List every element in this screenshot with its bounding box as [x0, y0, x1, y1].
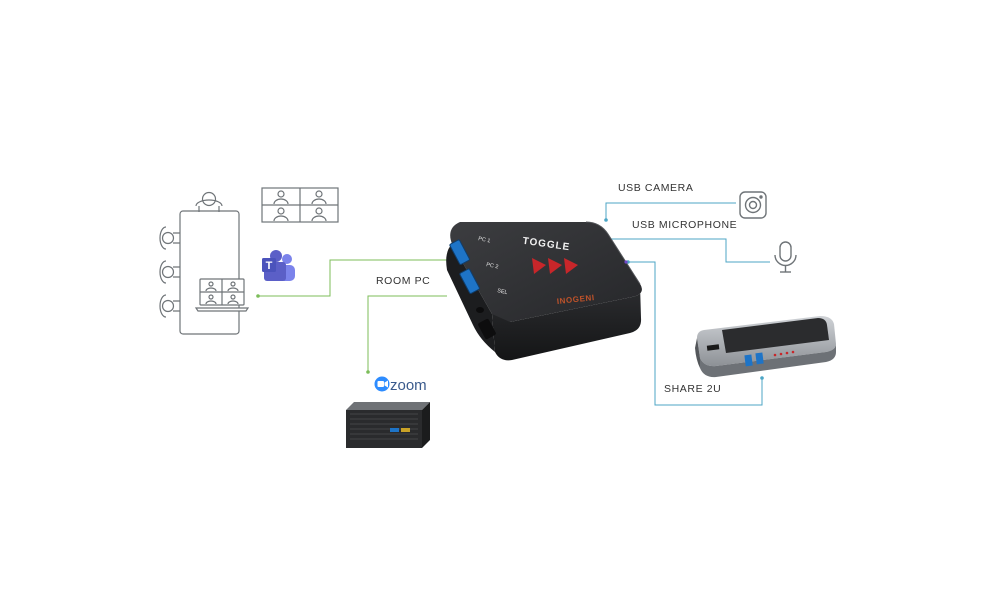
connections: [258, 202, 770, 406]
device-brand: INOGENI: [556, 293, 595, 306]
share-left: [695, 338, 700, 368]
teams-to-toggle-line: [258, 259, 448, 297]
toggle-front-face: [492, 284, 642, 361]
person-head-icon: [195, 191, 223, 212]
share-line: [628, 261, 763, 406]
conference-table-icon: [159, 191, 250, 335]
usb-camera-label: USB CAMERA: [618, 182, 694, 194]
power-jack: [478, 318, 496, 340]
usb-microphone-label: USB MICROPHONE: [632, 219, 738, 231]
sel-button: [476, 307, 484, 313]
laptop-icon: [194, 278, 250, 312]
camera-icon: [739, 191, 767, 219]
toggle-arrows-icon: [532, 258, 578, 274]
teams-letter: T: [266, 260, 273, 272]
mini-pc-side: [422, 402, 430, 448]
port-label-pc2: PC 2: [486, 262, 499, 270]
room-pc-label: ROOM PC: [376, 275, 431, 287]
microphone-icon: [774, 241, 797, 273]
mini-pc-top: [346, 402, 430, 410]
room-pc-device: [346, 402, 430, 448]
zoom-to-toggle-line: [367, 295, 447, 372]
zoom-logo-icon: zoom: [374, 376, 427, 394]
port-label-pc1: PC 1: [478, 236, 491, 244]
zoom-wordmark: zoom: [390, 377, 427, 394]
camera-line: [605, 202, 736, 220]
share-panel: [722, 318, 829, 353]
toggle-top-surface: [450, 222, 642, 323]
teams-logo-icon: T: [262, 250, 295, 281]
person-left-1-icon: [159, 226, 180, 250]
share-2u-device: [695, 316, 836, 378]
share-2u-label: SHARE 2U: [664, 383, 722, 395]
usb-port-pc2: [459, 268, 480, 294]
usb-port-pc1: [449, 239, 470, 265]
person-left-2-icon: [159, 260, 180, 284]
person-left-3-icon: [159, 294, 180, 318]
port-label-sel: SEL: [497, 288, 508, 296]
video-grid-icon: [261, 187, 339, 223]
toggle-device: PC 1 PC 2 SEL TOGGLE INOGENI: [446, 221, 642, 361]
share-front: [700, 344, 836, 378]
microphone-line: [594, 238, 770, 263]
